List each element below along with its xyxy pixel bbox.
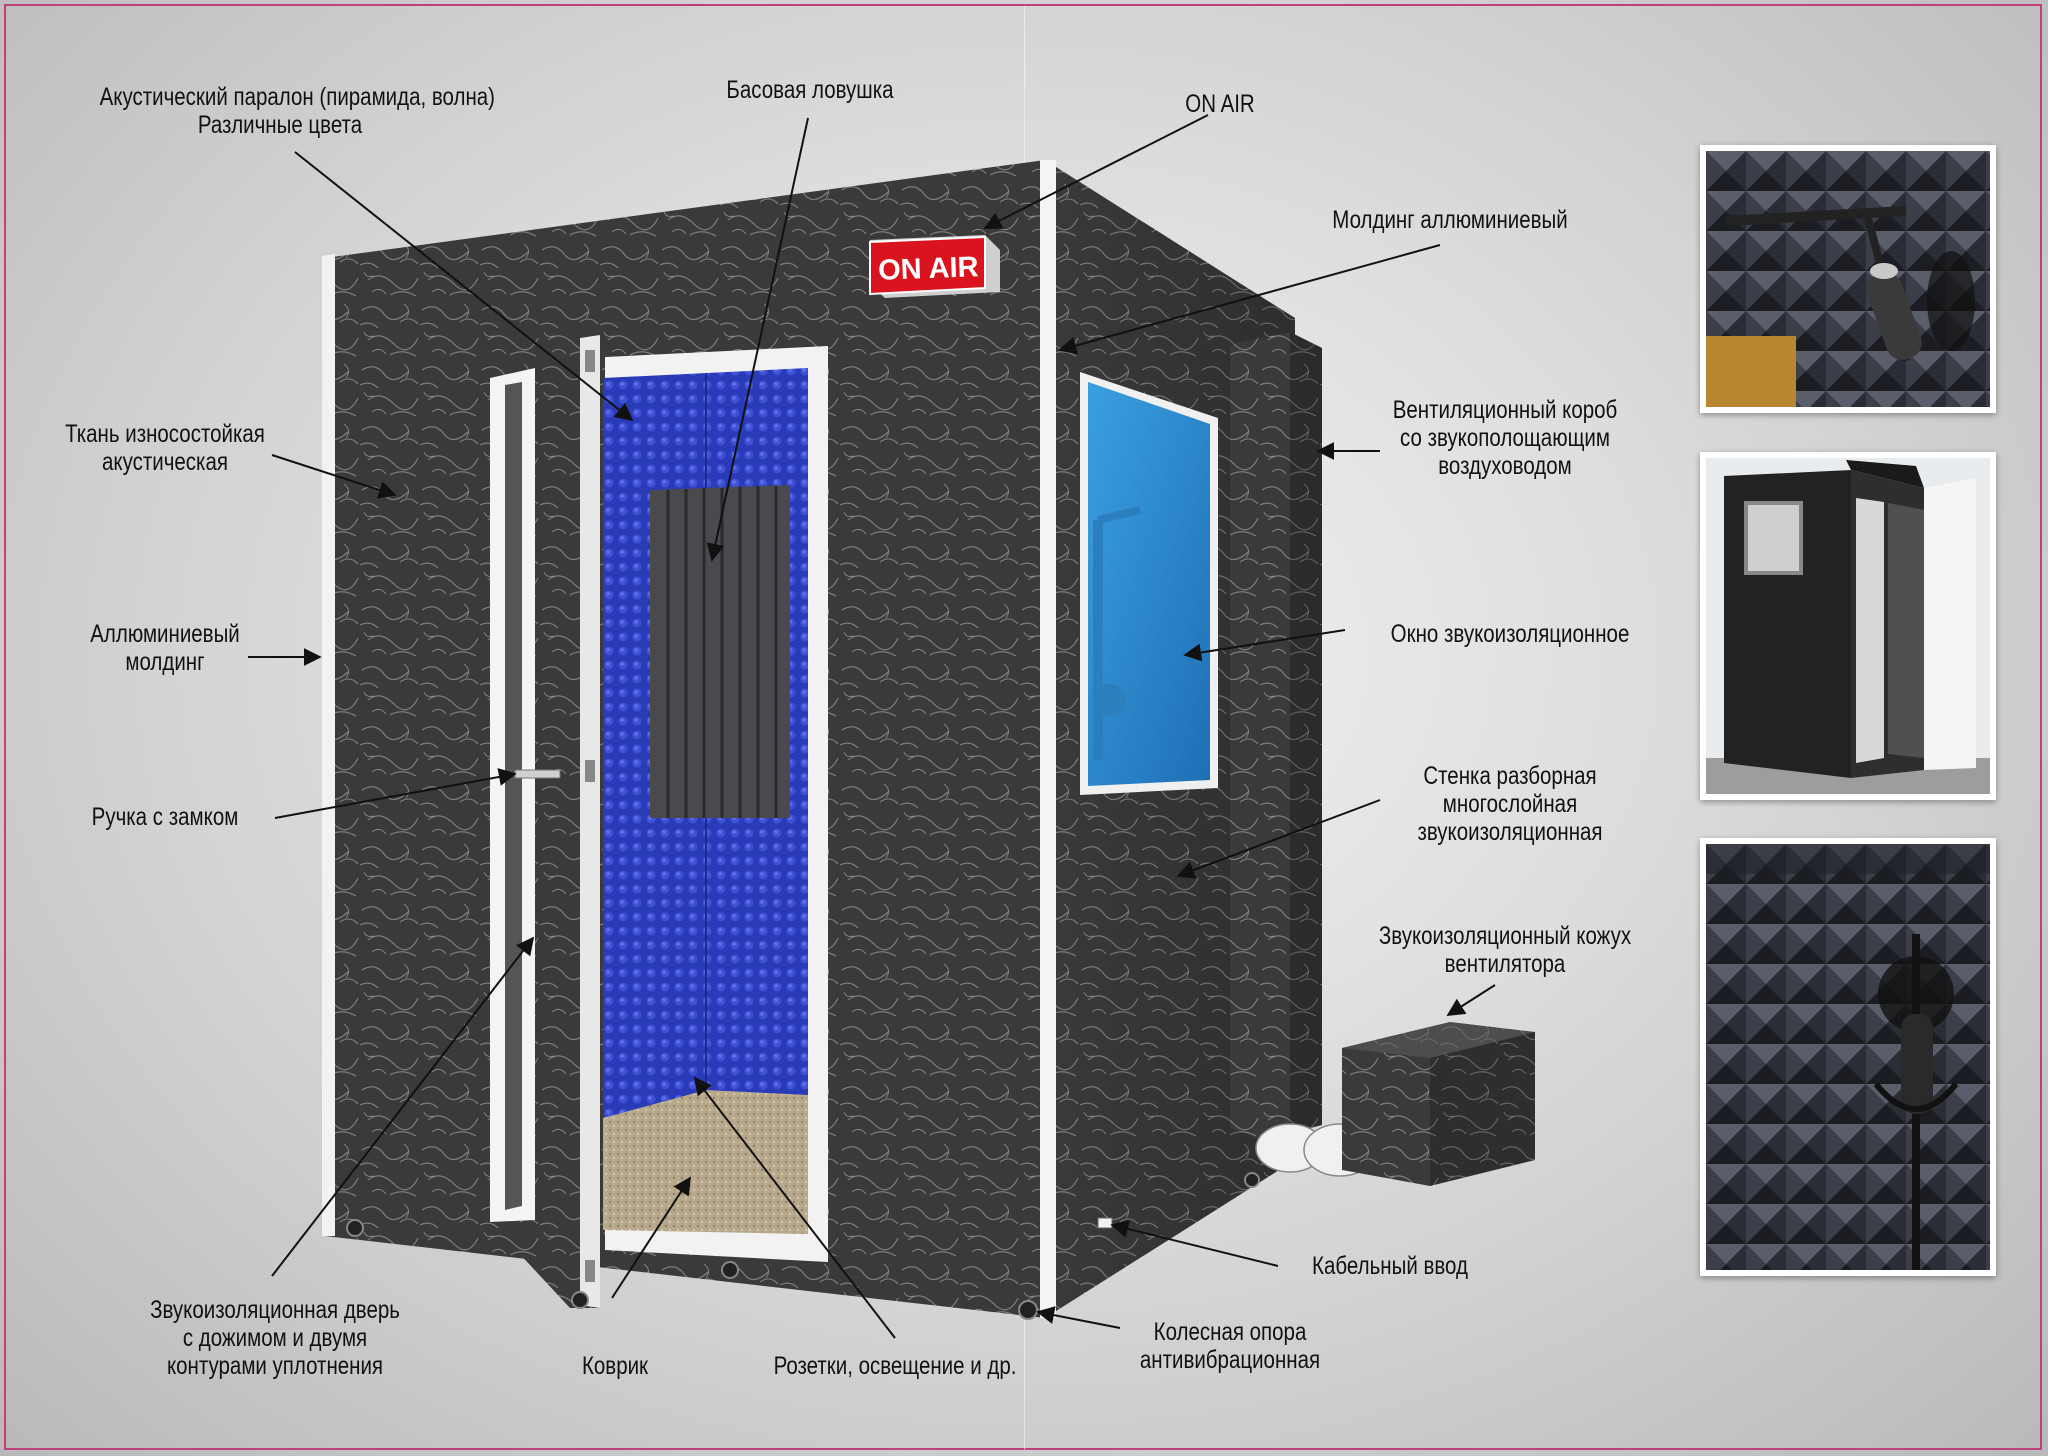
leader-bass-trap: [706, 117, 809, 562]
leader-handle: [274, 768, 517, 819]
page-border: [4, 4, 2042, 1450]
label-handle: Ручка с замком: [91, 803, 239, 831]
label-mat: Коврик: [581, 1352, 649, 1380]
floor-mat: [603, 1090, 808, 1234]
label-sockets: Розетки, освещение и др.: [773, 1352, 1017, 1380]
on-air-sign-text: ON AIR: [878, 251, 980, 286]
label-cable: Кабельный ввод: [1312, 1252, 1468, 1280]
bass-trap: [650, 485, 790, 818]
leader-fan-cover: [1446, 984, 1496, 1016]
leader-cable: [1110, 1220, 1279, 1267]
leader-door: [271, 936, 535, 1277]
label-foam: Акустический паралон (пирамида, волна)Ра…: [99, 83, 496, 139]
label-bass-trap: Басовая ловушка: [726, 76, 894, 104]
cable-entry: [1097, 1217, 1113, 1229]
leader-sockets: [693, 1076, 896, 1339]
label-window: Окно звукоизоляционное: [1390, 620, 1630, 648]
door-handle: [514, 769, 561, 779]
on-air-sign-face: [869, 235, 986, 296]
leader-wheel: [1036, 1306, 1121, 1329]
leader-window: [1183, 629, 1346, 662]
photo-microphone-booth: [1700, 145, 1996, 413]
leader-molding-top: [1058, 244, 1441, 355]
molding-corner: [1040, 160, 1056, 1318]
label-on-air: ON AIR: [1185, 90, 1255, 118]
label-molding-top: Молдинг аллюминиевый: [1332, 206, 1568, 234]
photo-foam-interior: [1700, 838, 1996, 1276]
leader-on-air: [983, 114, 1209, 229]
molding-left: [322, 254, 335, 1236]
ventilation-duct: [1230, 332, 1322, 1140]
leader-fabric: [271, 454, 397, 499]
wheel-supports: [346, 1172, 1260, 1320]
fan-cover-box: [1342, 1022, 1535, 1186]
sound-window-glass: [1088, 382, 1210, 786]
leader-wall: [1176, 799, 1381, 879]
leader-mat: [611, 1176, 691, 1299]
leader-foam: [294, 151, 634, 422]
photo-assembled-booth: [1700, 452, 1996, 800]
